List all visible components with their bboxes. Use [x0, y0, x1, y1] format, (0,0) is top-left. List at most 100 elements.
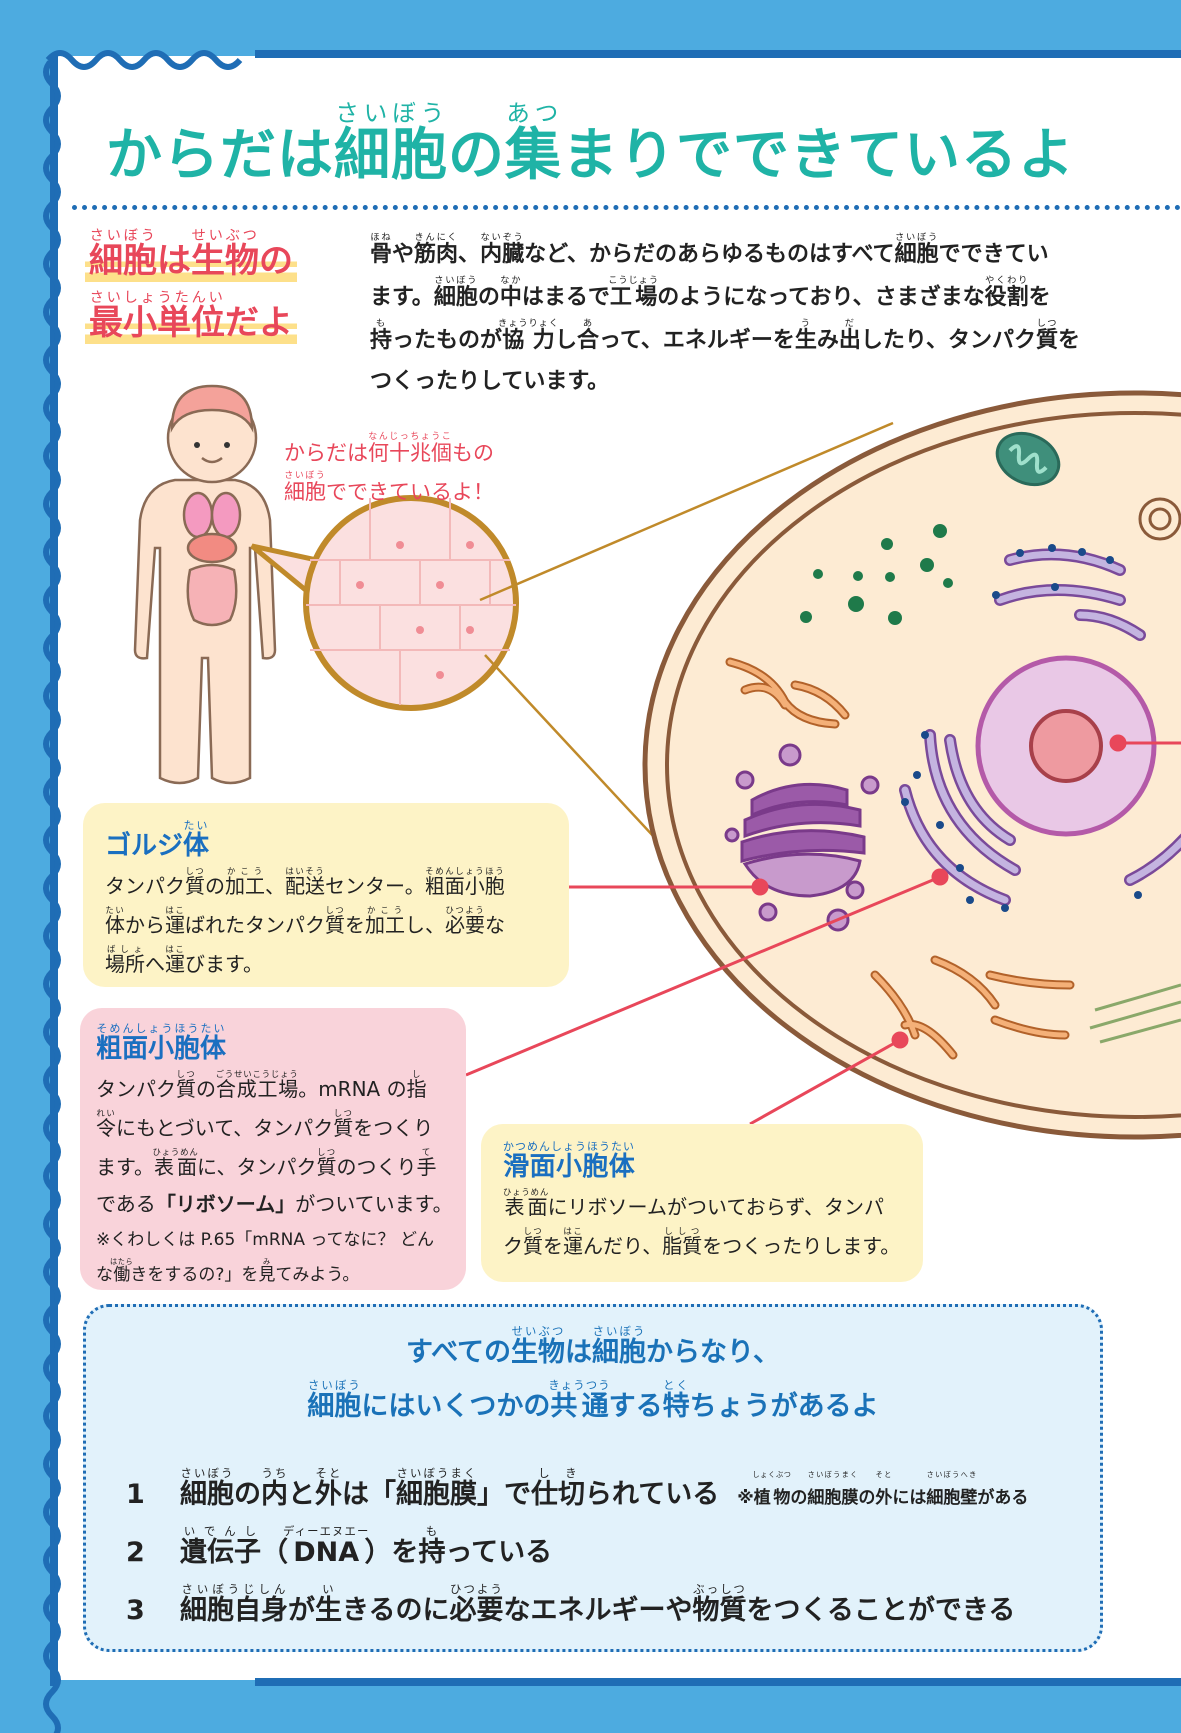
item-note: ※植物しょくぶつの細胞膜さいぼうまくの外そとには細胞壁さいぼうへきがある: [737, 1470, 1029, 1508]
rough-er-text-line: 令れいにもとづいて、タンパク質しつをつくり: [96, 1108, 450, 1147]
human-body-illustration: [133, 384, 277, 785]
rough-er-text-line: タンパク質しつの合成工場ごうせいこうじょう。mRNA の指し: [96, 1069, 450, 1108]
furigana-word: 質しつ: [523, 1226, 543, 1258]
rough-er-text-line: ます。表面ひょうめんに、タンパク質しつのつくり手て: [96, 1147, 450, 1186]
furigana-word: 指し: [406, 1069, 427, 1101]
furigana-word: 細胞壁さいぼうへき: [926, 1470, 978, 1508]
text-segment: の: [790, 1488, 808, 1508]
item-number: 1: [126, 1479, 145, 1510]
furigana-reading: かつめんしょうほうたい: [503, 1140, 635, 1153]
text-segment: からなり、: [646, 1337, 780, 1368]
text-segment: なエネルギーや: [503, 1595, 693, 1626]
furigana-reading: さいぼうまく: [396, 1466, 477, 1480]
furigana-word: 体たい: [105, 905, 125, 937]
text-segment: し: [554, 328, 577, 353]
text-segment: をつくり: [353, 1116, 434, 1140]
mitochondrion: [995, 431, 1061, 487]
furigana-reading: あつ: [505, 99, 562, 127]
furigana-reading: はたら: [110, 1257, 134, 1266]
furigana-reading: ぶっしつ: [692, 1582, 747, 1596]
furigana-word: 細胞さいぼう: [180, 1466, 234, 1510]
furigana-word: 細胞膜さいぼうまく: [807, 1470, 859, 1508]
furigana-reading: ひょうめん: [503, 1187, 550, 1197]
furigana-reading: ひつよう: [445, 905, 485, 915]
text-segment: ます。: [370, 285, 434, 310]
furigana-word: 運はこ: [165, 905, 185, 937]
furigana-reading: そと: [875, 1470, 893, 1479]
furigana-word: DNAディーエヌエー: [283, 1524, 370, 1568]
furigana-reading: いでんし: [180, 1524, 261, 1538]
text-segment: っている: [445, 1537, 553, 1568]
text-segment: ）を: [364, 1537, 419, 1568]
rough-er-title: 粗面小胞体そめんしょうほうたい: [96, 1022, 450, 1069]
furigana-reading: さいぼう: [307, 1378, 362, 1392]
furigana-word: 細胞さいぼう: [433, 275, 478, 310]
furigana-word: 必要ひつよう: [449, 1582, 504, 1626]
furigana-reading: さいぼうじしん: [180, 1582, 288, 1596]
furigana-reading: しょくぶつ: [752, 1470, 792, 1479]
section-heading-line-2: 最小単位さいしょうたんいだよ: [85, 290, 297, 344]
text-segment: てみよう。: [275, 1265, 360, 1285]
text-segment: には: [892, 1488, 927, 1508]
text-segment: はまるで: [521, 285, 610, 310]
leader-lines: [465, 734, 1181, 1126]
text-segment: からだは: [106, 123, 334, 188]
furigana-word: 生物せいぶつ: [191, 228, 259, 281]
furigana-word: 加工かこう: [225, 866, 265, 898]
furigana-reading: こうじょう: [608, 275, 659, 286]
furigana-word: 内うち: [261, 1466, 288, 1510]
text-segment: は: [157, 241, 191, 281]
furigana-word: 生物せいぶつ: [511, 1324, 566, 1368]
furigana-reading: かこう: [225, 866, 265, 876]
furigana-reading: も: [370, 318, 393, 329]
item-number: 3: [126, 1595, 145, 1626]
animal-cell-illustration: [642, 390, 1181, 1140]
text-segment: にリボソームがついておらず、タンパ: [547, 1195, 884, 1219]
furigana-reading: はいそう: [285, 866, 325, 876]
text-segment: タンパク: [96, 1077, 176, 1101]
furigana-reading: はこ: [563, 1226, 583, 1236]
furigana-reading: ひょうめん: [152, 1147, 199, 1157]
furigana-reading: たい: [105, 905, 125, 915]
furigana-word: 生い: [315, 1582, 342, 1626]
furigana-word: 働はたら: [110, 1257, 134, 1285]
furigana-word: 手て: [416, 1147, 437, 1179]
text-segment: の: [234, 1479, 261, 1510]
furigana-reading: ディーエヌエー: [283, 1524, 370, 1538]
magnified-tissue-illustration: [250, 421, 894, 839]
page-title: からだは細胞さいぼうの集あつまりでできているよ: [0, 99, 1181, 191]
text-segment: つくったりしています。: [370, 369, 610, 394]
text-segment: の: [196, 1077, 216, 1101]
furigana-word: 質しつ: [316, 1147, 337, 1179]
golgi-apparatus: [724, 743, 880, 932]
smooth-er-text-line: ク質しつを運はこんだり、脂質ししつをつくったりします。: [503, 1226, 901, 1265]
furigana-word: 表面ひょうめん: [152, 1147, 199, 1179]
furigana-reading: さいぼう: [180, 1466, 234, 1480]
intro-line: 持もったものが協力きょうりょくし合あって、エネルギーを生うみ出だしたり、タンパク…: [370, 318, 1150, 361]
text-segment: ばれたタンパク: [185, 913, 325, 937]
furigana-word: 筋肉きんにく: [414, 232, 459, 267]
furigana-word: 体たい: [183, 819, 210, 861]
furigana-word: 外そと: [875, 1470, 893, 1508]
text-segment: センター。: [325, 874, 425, 898]
cytoskeleton: [1089, 983, 1181, 1044]
furigana-reading: み: [258, 1257, 276, 1266]
text-segment: がある: [977, 1488, 1029, 1508]
golgi-info-box: ゴルジ体たい タンパク質しつの加工かこう、配送はいそうセンター。粗面小胞そめんし…: [83, 803, 569, 987]
furigana-reading: はこ: [165, 944, 185, 954]
furigana-word: 最小単位さいしょうたんい: [89, 290, 225, 343]
furigana-word: 協力きょうりょく: [498, 318, 559, 353]
furigana-word: 細胞自身さいぼうじしん: [180, 1582, 288, 1626]
frame-top-bar: [255, 50, 1181, 58]
furigana-reading: しつ: [333, 1108, 354, 1118]
text-segment: の: [205, 874, 225, 898]
furigana-reading: て: [416, 1147, 437, 1157]
smooth-er-info-box: 滑面小胞体かつめんしょうほうたい 表面ひょうめんにリボソームがついておらず、タン…: [481, 1124, 923, 1282]
dotted-divider: [72, 205, 1181, 210]
furigana-reading: う: [794, 318, 817, 329]
furigana-word: 表面ひょうめん: [503, 1187, 550, 1219]
smooth-er-text-line: 表面ひょうめんにリボソームがついておらず、タンパ: [503, 1187, 901, 1226]
text-segment: の: [448, 123, 505, 188]
text-segment: は: [565, 1337, 593, 1368]
